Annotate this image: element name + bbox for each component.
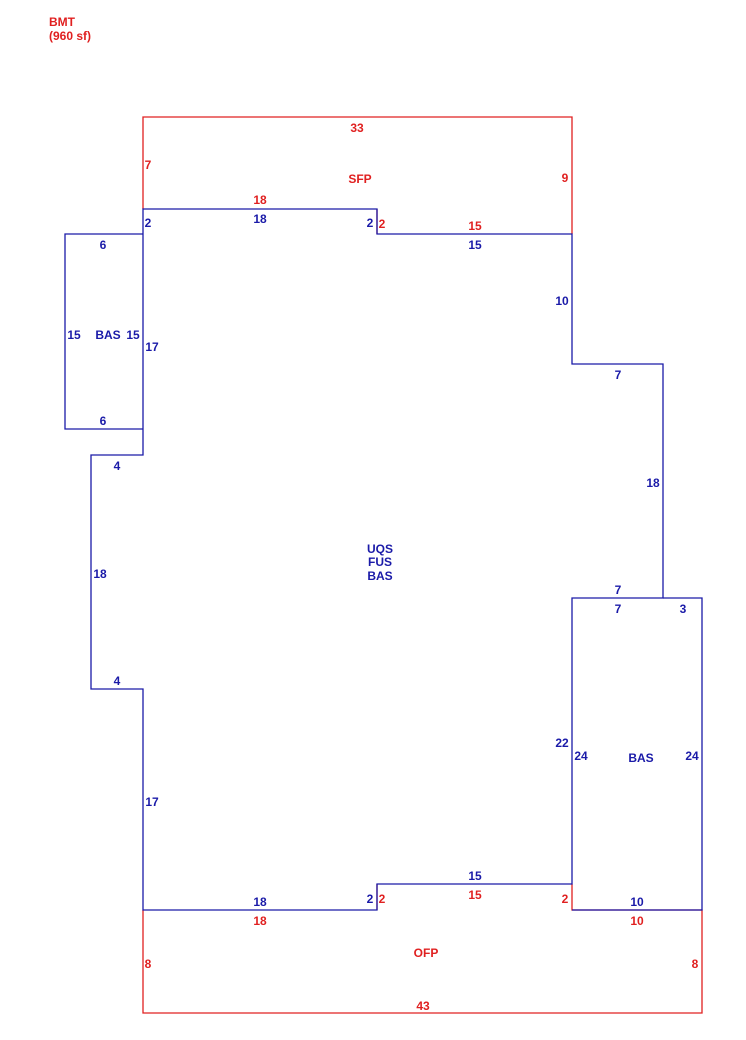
bas-right-outline — [572, 597, 703, 911]
bas-left-dim-top: 6 — [100, 238, 107, 252]
sfp-dim-right: 9 — [562, 171, 569, 185]
ofp-dim-10: 10 — [630, 914, 644, 928]
main-dim-2-topleft: 2 — [145, 216, 152, 230]
bas-left-dim-right: 15 — [126, 328, 140, 342]
main-dim-7-lower: 7 — [615, 583, 622, 597]
main-dim-18-bottom: 18 — [253, 895, 267, 909]
main-dim-10: 10 — [555, 294, 569, 308]
ofp-dim-15: 15 — [468, 888, 482, 902]
sfp-dim-top: 33 — [350, 121, 364, 135]
ofp-dim-2b: 2 — [562, 892, 569, 906]
bas-right-dim-7: 7 — [615, 602, 622, 616]
main-dim-4-upper: 4 — [114, 459, 121, 473]
main-dim-17-lower: 17 — [145, 795, 159, 809]
bas-right-dim-3: 3 — [680, 602, 687, 616]
ofp-dim-right: 8 — [692, 957, 699, 971]
bas-right-dim-right: 24 — [685, 749, 699, 763]
main-dim-18-right: 18 — [646, 476, 660, 490]
bas-left-outline — [64, 233, 143, 430]
sketch-title-name: BMT — [49, 15, 75, 29]
ofp-dim-left: 8 — [145, 957, 152, 971]
sfp-dim-2: 2 — [379, 217, 386, 231]
main-dim-2-bottom: 2 — [367, 892, 374, 906]
main-dim-7-upper: 7 — [615, 368, 622, 382]
ofp-dim-2a: 2 — [379, 892, 386, 906]
bas-right-dim-left: 24 — [574, 749, 588, 763]
sfp-dim-left: 7 — [145, 158, 152, 172]
sfp-label: SFP — [348, 172, 371, 186]
bas-left-dim-left: 15 — [67, 328, 81, 342]
sketch-title-area: (960 sf) — [49, 29, 92, 43]
main-label-uqs: UQS — [367, 542, 393, 556]
main-dim-4-lower: 4 — [114, 674, 121, 688]
main-outline — [90, 208, 664, 911]
main-dim-22: 22 — [555, 736, 569, 750]
main-dim-18-top: 18 — [253, 212, 267, 226]
ofp-label: OFP — [414, 946, 439, 960]
main-dim-2-top: 2 — [367, 216, 374, 230]
sketch-title: BMT (960 sf) — [49, 15, 91, 43]
main-label-fus: FUS — [368, 555, 392, 569]
main-dim-18-left: 18 — [93, 567, 107, 581]
sfp-dim-15: 15 — [468, 219, 482, 233]
main-label-bas: BAS — [367, 569, 392, 583]
bas-left-dim-bottom: 6 — [100, 414, 107, 428]
main-dim-15-bottom: 15 — [468, 869, 482, 883]
sfp-dim-18: 18 — [253, 193, 267, 207]
main-dim-17-upper: 17 — [145, 340, 159, 354]
bas-right-label: BAS — [628, 751, 653, 765]
main-dim-15-top: 15 — [468, 238, 482, 252]
ofp-dim-bottom: 43 — [416, 999, 430, 1013]
ofp-dim-18: 18 — [253, 914, 267, 928]
bas-left-label: BAS — [95, 328, 120, 342]
bas-right-dim-bottom: 10 — [630, 895, 644, 909]
